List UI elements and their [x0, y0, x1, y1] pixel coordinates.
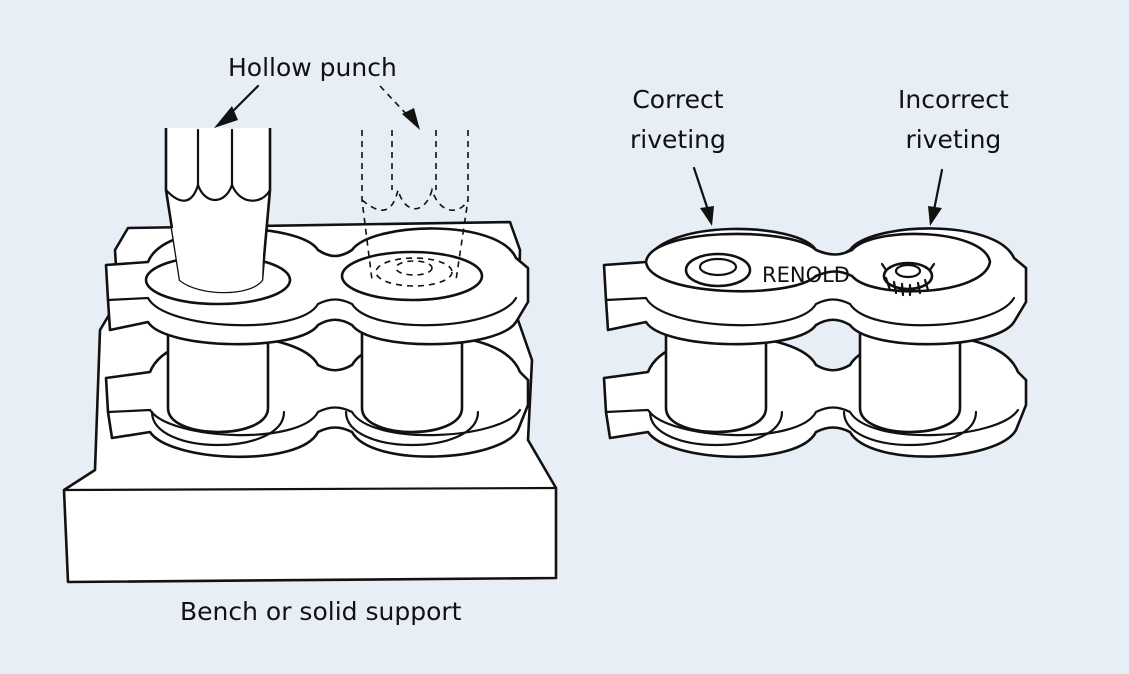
brand-marking: RENOLD — [762, 263, 850, 287]
bench-support-label: Bench or solid support — [180, 597, 462, 626]
correct-rivet-head — [684, 252, 752, 288]
riveting-arrows — [692, 166, 944, 226]
incorrect-rivet-head — [880, 261, 936, 297]
hollow-punch-solid — [164, 128, 272, 294]
hollow-punch-label: Hollow punch — [228, 53, 397, 82]
correct-riveting-label: Correct riveting — [630, 85, 726, 154]
hollow-punch-ghost — [361, 130, 469, 287]
incorrect-riveting-label: Incorrect riveting — [898, 85, 1009, 154]
hollow-punch-arrows — [214, 84, 420, 130]
